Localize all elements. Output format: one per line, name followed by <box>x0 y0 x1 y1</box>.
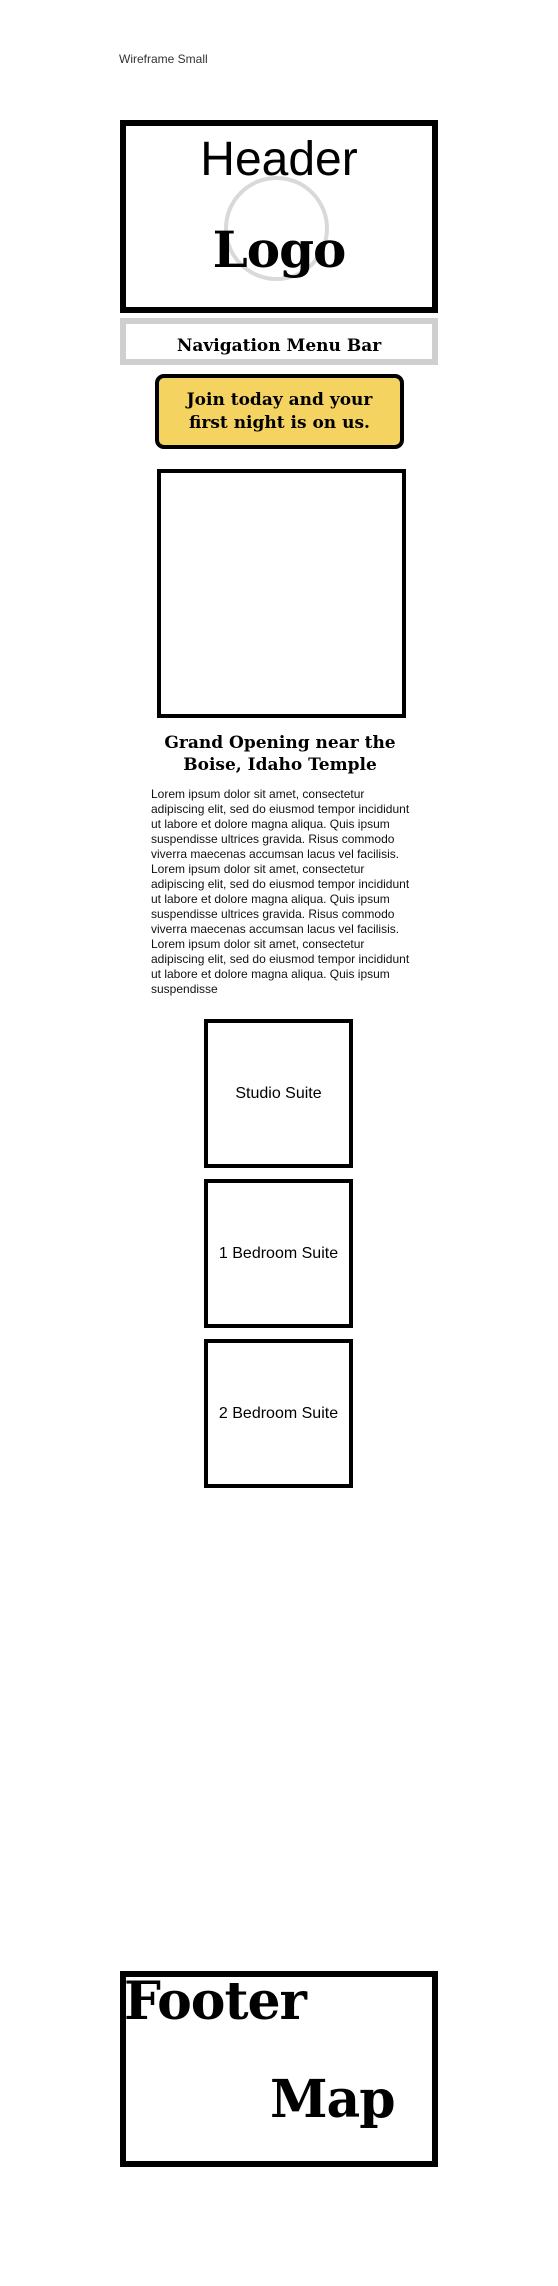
nav-label: Navigation Menu Bar <box>176 335 382 356</box>
navigation-menu-bar[interactable]: Navigation Menu Bar <box>120 318 438 365</box>
suite-card-studio[interactable]: Studio Suite <box>204 1019 353 1168</box>
suite-label: 2 Bedroom Suite <box>218 1404 339 1422</box>
header-title: Header <box>200 133 358 186</box>
section-title: Grand Opening near the Boise, Idaho Temp… <box>164 733 396 775</box>
body-text: Lorem ipsum dolor sit amet, consectetur … <box>151 787 410 996</box>
hero-image-placeholder <box>157 469 406 718</box>
suite-label: Studio Suite <box>235 1084 322 1102</box>
suite-card-2-bedroom[interactable]: 2 Bedroom Suite <box>204 1339 353 1488</box>
suite-label: 1 Bedroom Suite <box>218 1244 339 1262</box>
frame-title: Wireframe Small <box>119 52 208 66</box>
logo[interactable]: Logo <box>212 220 347 279</box>
suite-card-1-bedroom[interactable]: 1 Bedroom Suite <box>204 1179 353 1328</box>
join-cta-button[interactable]: Join today and your first night is on us… <box>155 374 404 449</box>
footer: Footer Map <box>120 1971 438 2167</box>
header: Header Logo <box>120 120 438 313</box>
footer-title: Footer <box>124 1971 307 2032</box>
logo-circle <box>224 176 329 281</box>
map-placeholder[interactable]: Map <box>270 2069 396 2130</box>
